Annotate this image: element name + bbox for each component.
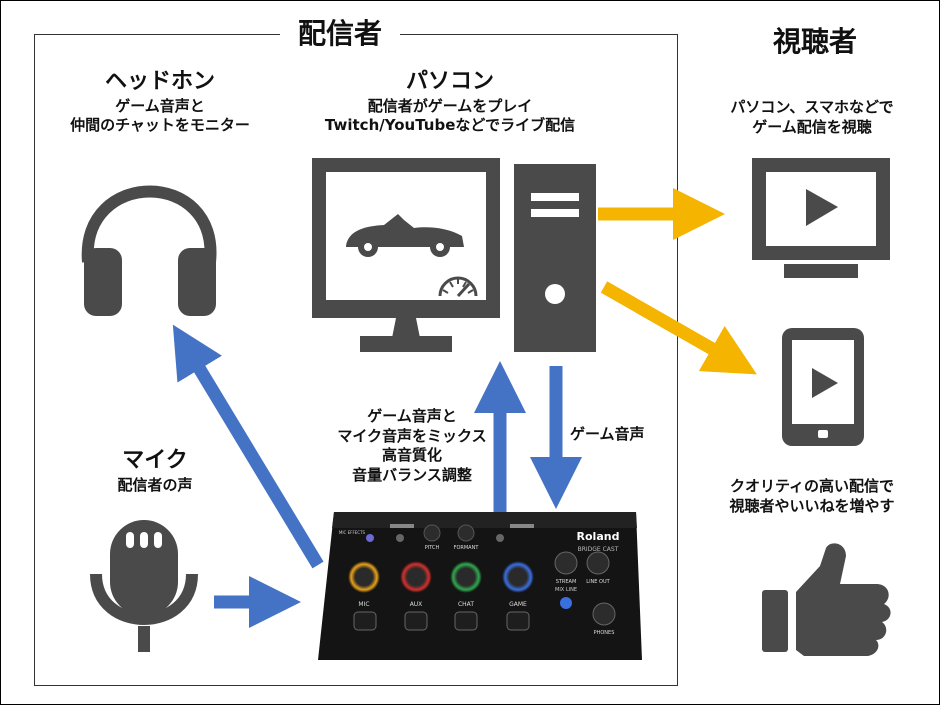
- car-icon: [346, 214, 464, 257]
- arrow-pc-to-smartphone: [600, 281, 757, 375]
- chat-channel-label: CHAT: [458, 601, 474, 608]
- play-icon: [806, 189, 838, 226]
- chat-pad[interactable]: [454, 611, 478, 631]
- viewers-desc-2: ゲーム配信を視聴: [752, 117, 872, 136]
- mic-label: マイク 配信者の声: [80, 447, 230, 495]
- monitor-icon: [312, 158, 500, 352]
- speedometer-icon: [438, 276, 478, 298]
- streamer-heading: 配信者: [280, 12, 401, 52]
- viewer-heading: 視聴者: [755, 20, 876, 60]
- quality-desc-1: クオリティの高い配信で: [729, 477, 895, 495]
- mic-desc: 配信者の声: [117, 475, 193, 494]
- aux-pad[interactable]: [404, 611, 428, 631]
- pitch-label: PITCH: [425, 545, 440, 551]
- game-knob[interactable]: [502, 561, 534, 593]
- pc-title: パソコン: [405, 69, 494, 94]
- mic-effects-label: MIC EFFECTS: [339, 530, 366, 535]
- quality-label: クオリティの高い配信で 視聴者やいいねを増やす: [712, 477, 912, 516]
- game-audio-label: ゲーム音声: [570, 425, 680, 445]
- mic-effects-button[interactable]: [366, 534, 374, 542]
- aux-knob[interactable]: [400, 561, 432, 593]
- smartphone-icon: [782, 328, 864, 446]
- level-meter-left: [390, 524, 414, 528]
- formant-label: FORMANT: [454, 545, 480, 551]
- phones-knob[interactable]: [592, 602, 616, 626]
- headphones-title: ヘッドホン: [104, 69, 215, 94]
- pitch-knob[interactable]: [423, 524, 441, 542]
- thumbs-up-icon: [762, 543, 891, 656]
- mixer-model: BRIDGE CAST: [578, 546, 619, 553]
- formant-knob[interactable]: [457, 524, 475, 542]
- mixing-desc-2: マイク音声をミックス: [337, 426, 487, 445]
- level-meter-right: [510, 524, 534, 528]
- headphones-icon: [81, 185, 217, 316]
- mixing-label: ゲーム音声と マイク音声をミックス 高音質化 音量バランス調整: [322, 407, 502, 485]
- pc-desc-2: Twitch/YouTubeなどでライブ配信: [324, 116, 576, 135]
- game-pad[interactable]: [506, 611, 530, 631]
- mic-channel-label: MIC: [358, 601, 369, 608]
- mix-line-label: MIX LINE: [555, 587, 577, 593]
- mute-button-2[interactable]: [496, 534, 504, 542]
- chat-knob[interactable]: [450, 561, 482, 593]
- mic-knob[interactable]: [348, 561, 380, 593]
- stream-knob[interactable]: [554, 551, 578, 575]
- line-out-knob[interactable]: [586, 551, 610, 575]
- mixing-desc-4: 音量バランス調整: [352, 465, 472, 484]
- phone-play-icon: [812, 368, 838, 398]
- pc-label: パソコン 配信者がゲームをプレイ Twitch/YouTubeなどでライブ配信: [290, 68, 610, 136]
- pc-desc-1: 配信者がゲームをプレイ: [367, 96, 533, 115]
- mic-pad[interactable]: [353, 611, 377, 631]
- mute-button-1[interactable]: [396, 534, 404, 542]
- arrow-mixer-to-headphones: [172, 324, 324, 569]
- headphones-desc-1: ゲーム音声と: [115, 96, 205, 115]
- headphones-label: ヘッドホン ゲーム音声と 仲間のチャットをモニター: [60, 68, 260, 136]
- viewer-monitor-icon: [752, 158, 890, 278]
- line-out-label: LINE OUT: [586, 579, 610, 585]
- viewers-desc-1: パソコン、スマホなどで: [730, 98, 894, 116]
- mixer-brand: Roland: [577, 530, 620, 543]
- mix-line-button[interactable]: [560, 597, 572, 609]
- game-audio-text: ゲーム音声: [570, 425, 645, 443]
- microphone-icon: [90, 520, 198, 652]
- pc-tower-icon: [514, 164, 596, 352]
- aux-channel-label: AUX: [410, 601, 423, 608]
- mic-title: マイク: [122, 448, 188, 473]
- mixing-desc-1: ゲーム音声と: [367, 407, 457, 425]
- phones-label: PHONES: [594, 630, 615, 636]
- quality-desc-2: 視聴者やいいねを増やす: [729, 496, 895, 515]
- game-channel-label: GAME: [509, 601, 527, 608]
- mixer-device: Roland BRIDGE CAST PITCH FORMANT MIC EFF…: [318, 512, 642, 660]
- mixing-desc-3: 高音質化: [381, 446, 442, 464]
- headphones-desc-2: 仲間のチャットをモニター: [70, 116, 250, 135]
- stream-label: STREAM: [556, 579, 577, 585]
- viewers-label: パソコン、スマホなどで ゲーム配信を視聴: [712, 98, 912, 137]
